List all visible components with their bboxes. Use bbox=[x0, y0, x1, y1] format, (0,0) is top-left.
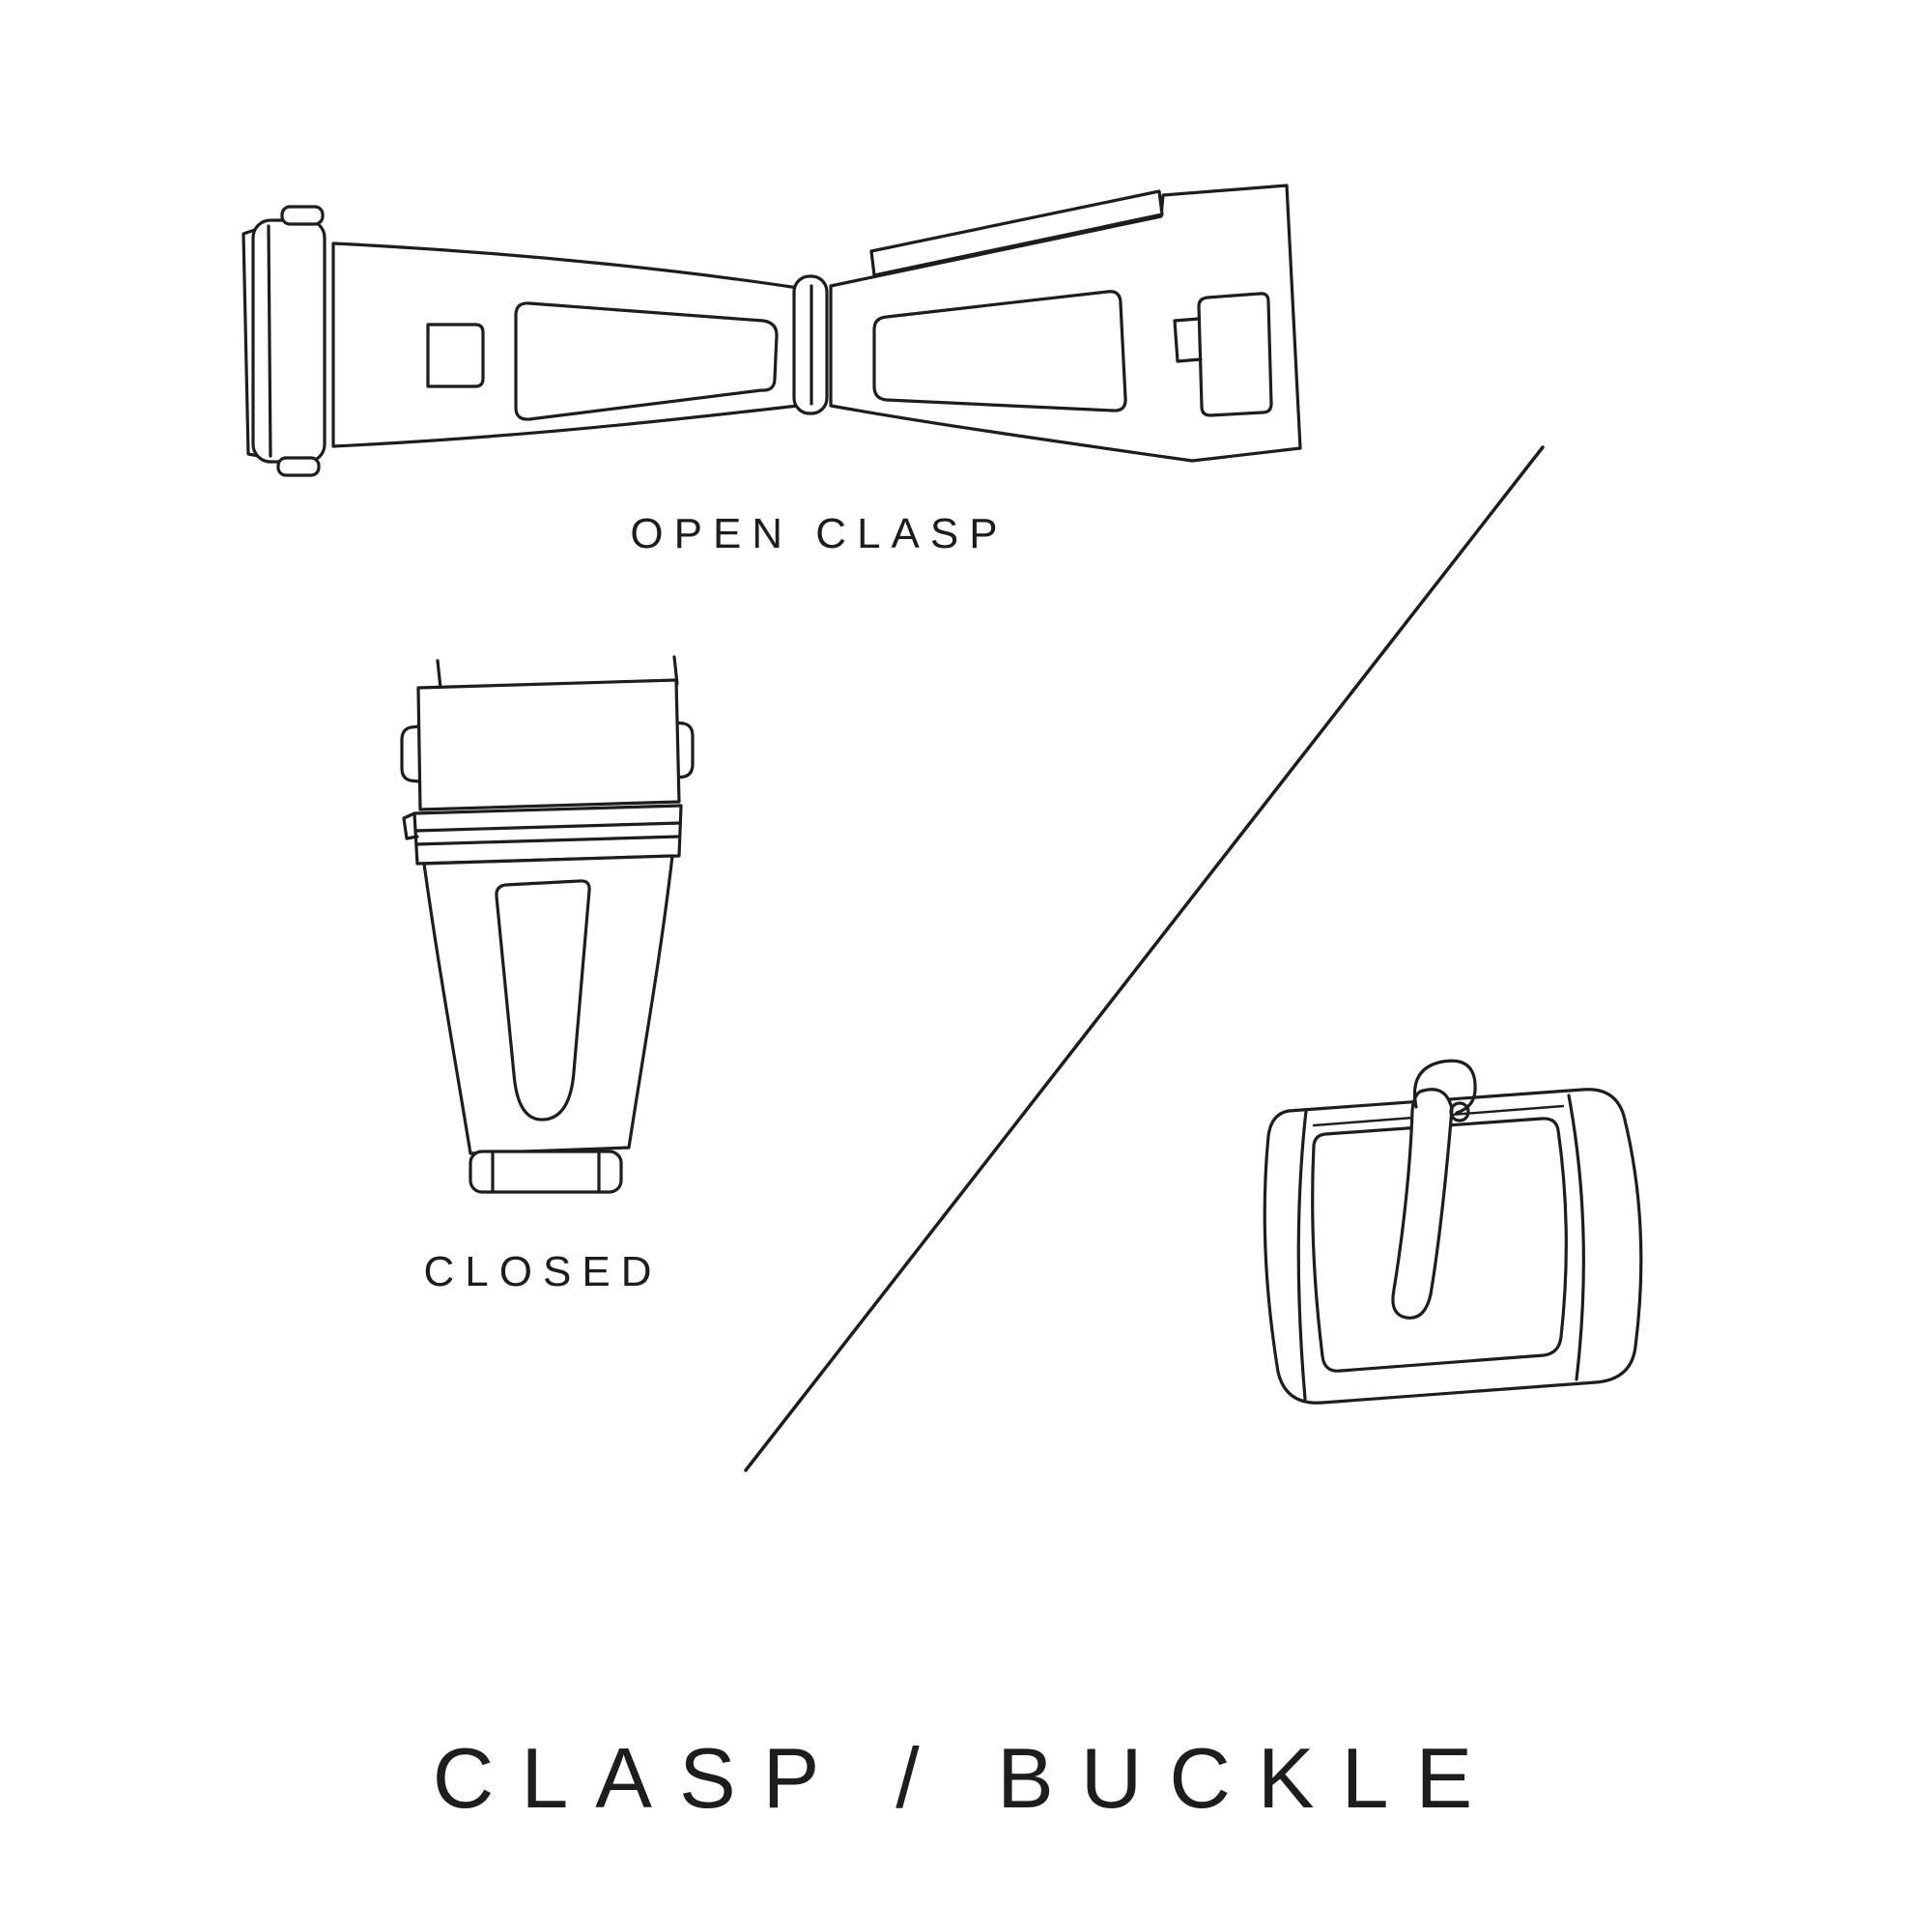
closed-clasp-band bbox=[414, 806, 681, 864]
open-clasp-left-notch bbox=[428, 325, 483, 386]
buckle-prong bbox=[1393, 1090, 1452, 1319]
closed-clasp-band-line-2 bbox=[416, 837, 679, 844]
open-clasp-roller-bottom-bump bbox=[278, 458, 319, 475]
closed-clasp-tick-left bbox=[438, 661, 440, 688]
closed-clasp-right-tab bbox=[676, 723, 693, 778]
open-clasp-roller-top-bump bbox=[282, 207, 323, 224]
open-clasp-illustration bbox=[243, 185, 1300, 475]
closed-clasp-end-cap bbox=[470, 1151, 621, 1192]
buckle-right-band-edge bbox=[1569, 1095, 1583, 1379]
closed-clasp-left-tab bbox=[402, 726, 419, 781]
buckle-illustration bbox=[1264, 1061, 1641, 1403]
buckle-loop-coil bbox=[1451, 1103, 1468, 1121]
open-clasp-right-bracket bbox=[1175, 319, 1201, 361]
open-clasp-left-inner-contour bbox=[516, 303, 777, 419]
closed-clasp-band-notch bbox=[404, 813, 417, 838]
open-clasp-right-inner-contour bbox=[874, 292, 1125, 411]
divider-line bbox=[746, 447, 1543, 1470]
open-clasp-label: OPEN CLASP bbox=[630, 510, 1009, 557]
open-clasp-right-top-strip bbox=[871, 191, 1162, 275]
closed-clasp-top-box bbox=[418, 680, 679, 810]
buckle-prong-loop bbox=[1415, 1061, 1476, 1113]
closed-clasp-body bbox=[424, 856, 672, 1153]
open-clasp-roller-inner-line bbox=[269, 226, 270, 456]
buckle-outer-frame bbox=[1264, 1090, 1641, 1404]
open-clasp-right-arm bbox=[831, 185, 1300, 461]
closed-clasp-illustration bbox=[402, 657, 693, 1192]
closed-label: CLOSED bbox=[423, 1248, 663, 1295]
closed-clasp-inner-slot bbox=[497, 881, 589, 1120]
open-clasp-roller bbox=[253, 220, 325, 462]
open-clasp-right-cutout bbox=[1199, 294, 1271, 415]
buckle-left-band-edge bbox=[1298, 1111, 1306, 1399]
page-title: CLASP / BUCKLE bbox=[432, 1730, 1500, 1826]
buckle-inner-opening bbox=[1313, 1119, 1567, 1371]
closed-clasp-band-line-1 bbox=[415, 823, 680, 831]
